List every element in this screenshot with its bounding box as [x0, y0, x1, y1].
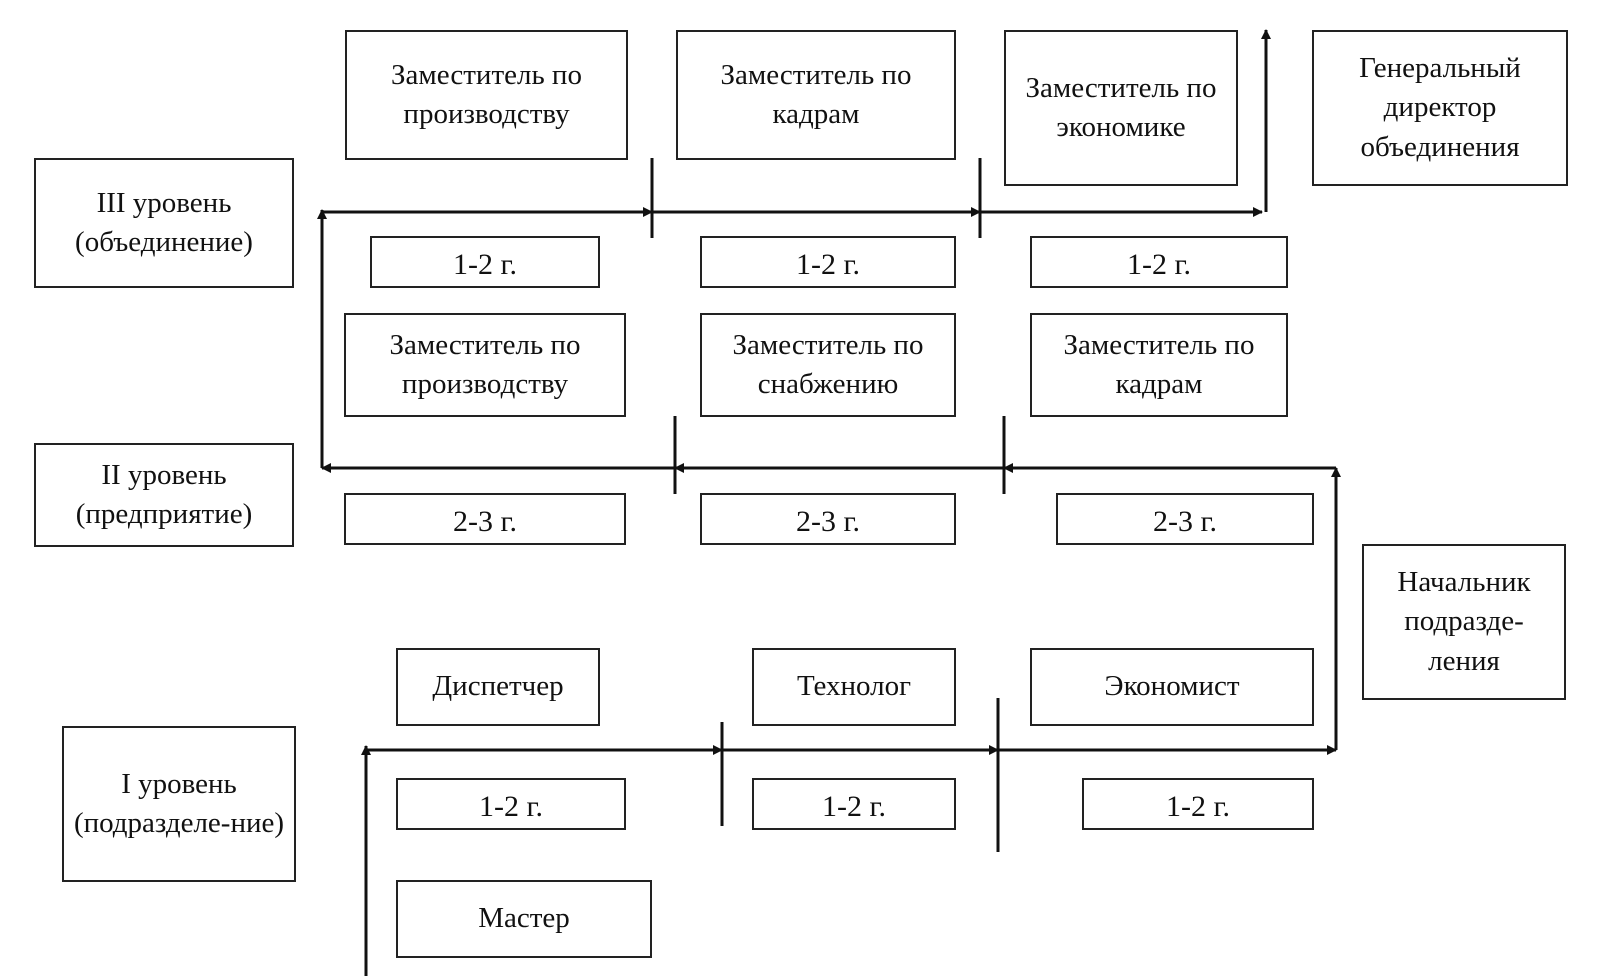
level3-position-box: Заместитель по производству [345, 30, 628, 160]
level3-duration-box: 1-2 г. [700, 236, 956, 288]
foreman-box: Мастер [396, 880, 652, 958]
level3-duration-box: 1-2 г. [370, 236, 600, 288]
general-director-box: Генеральный директор объединения [1312, 30, 1568, 186]
level1-label: I уровень (подразделе-ние) [62, 726, 296, 882]
level3-duration-box: 1-2 г. [1030, 236, 1288, 288]
level2-position-box: Заместитель по производству [344, 313, 626, 417]
level3-position-box: Заместитель по кадрам [676, 30, 956, 160]
level3-position-box: Заместитель по экономике [1004, 30, 1238, 186]
level1-duration-box: 1-2 г. [396, 778, 626, 830]
level1-position-box: Технолог [752, 648, 956, 726]
division-head-box: Начальник подразде-ления [1362, 544, 1566, 700]
level1-duration-box: 1-2 г. [1082, 778, 1314, 830]
level2-duration-box: 2-3 г. [700, 493, 956, 545]
level2-duration-box: 2-3 г. [1056, 493, 1314, 545]
level2-position-box: Заместитель по кадрам [1030, 313, 1288, 417]
level1-duration-box: 1-2 г. [752, 778, 956, 830]
level1-position-box: Экономист [1030, 648, 1314, 726]
level2-duration-box: 2-3 г. [344, 493, 626, 545]
level2-label: II уровень (предприятие) [34, 443, 294, 547]
level3-label: III уровень (объединение) [34, 158, 294, 288]
level2-position-box: Заместитель по снабжению [700, 313, 956, 417]
level1-position-box: Диспетчер [396, 648, 600, 726]
